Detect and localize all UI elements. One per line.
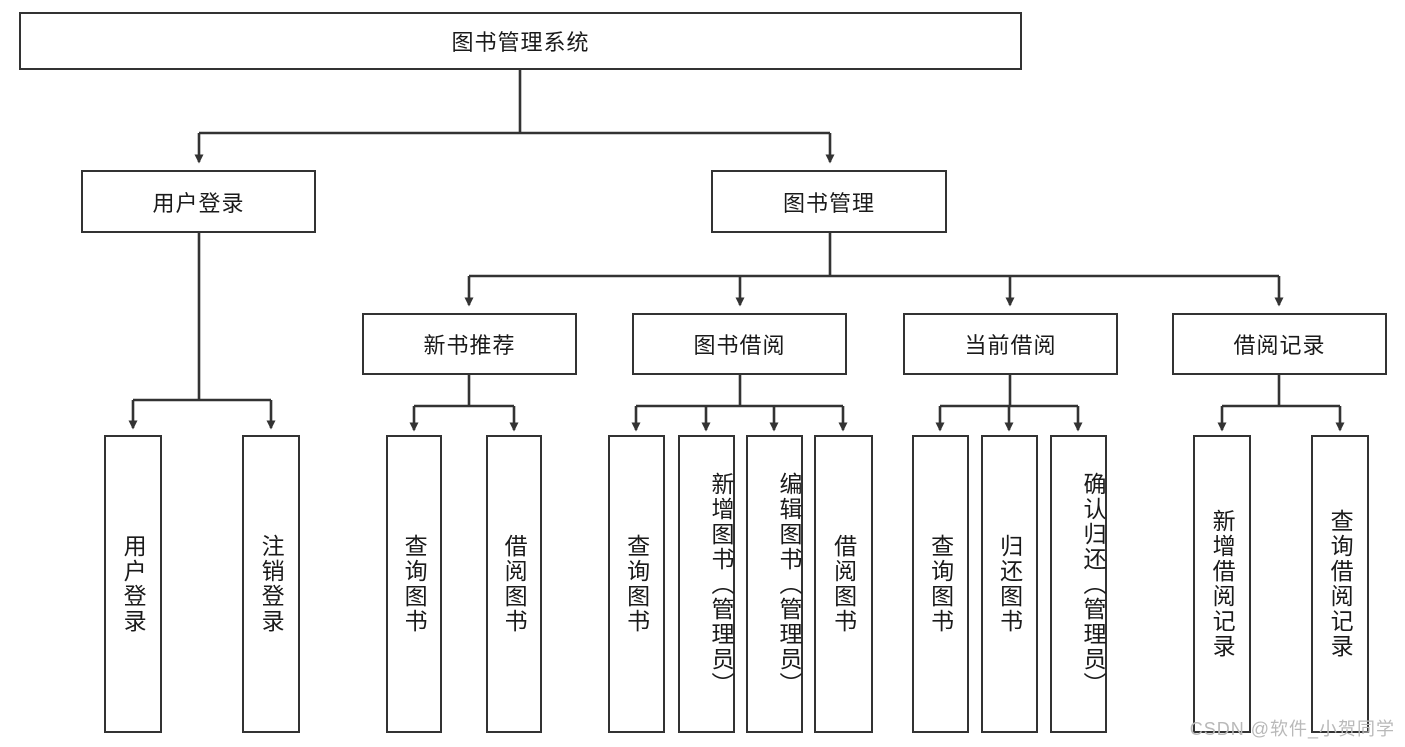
node-label: 查询图书 xyxy=(401,534,428,634)
node-leaf-add-borrow-record[interactable]: 新增借阅记录 xyxy=(1193,435,1251,733)
node-current-borrow[interactable]: 当前借阅 xyxy=(903,313,1118,375)
node-book-borrow[interactable]: 图书借阅 xyxy=(632,313,847,375)
node-root-system[interactable]: 图书管理系统 xyxy=(19,12,1022,70)
node-label: 图书借阅 xyxy=(693,333,786,358)
node-label: 编辑图书（管理员） xyxy=(776,471,802,697)
node-label: 查询图书 xyxy=(623,534,650,634)
node-label: 归还图书 xyxy=(996,534,1023,634)
node-user-login[interactable]: 用户登录 xyxy=(81,170,316,233)
node-book-management[interactable]: 图书管理 xyxy=(711,170,947,233)
node-label: 查询图书 xyxy=(927,534,954,634)
node-label: 查询借阅记录 xyxy=(1327,509,1354,659)
node-leaf-return-book[interactable]: 归还图书 xyxy=(981,435,1038,733)
node-borrow-record[interactable]: 借阅记录 xyxy=(1172,313,1387,375)
node-label: 用户登录 xyxy=(152,190,245,216)
node-label: 借阅记录 xyxy=(1233,333,1326,358)
node-label: 新增图书（管理员） xyxy=(708,471,734,697)
node-label: 新增借阅记录 xyxy=(1209,509,1236,659)
node-label: 借阅图书 xyxy=(830,534,857,634)
node-label: 图书管理 xyxy=(782,190,875,216)
node-label: 当前借阅 xyxy=(964,333,1057,358)
node-leaf-query-book-recommend[interactable]: 查询图书 xyxy=(386,435,442,733)
node-label: 确认归还（管理员） xyxy=(1080,471,1106,697)
node-label: 图书管理系统 xyxy=(451,30,590,55)
node-leaf-confirm-return[interactable]: 确认归还（管理员） xyxy=(1050,435,1107,733)
node-leaf-user-login[interactable]: 用户登录 xyxy=(104,435,162,733)
node-label: 用户登录 xyxy=(120,534,147,634)
node-leaf-add-book[interactable]: 新增图书（管理员） xyxy=(678,435,735,733)
node-leaf-query-book-current[interactable]: 查询图书 xyxy=(912,435,969,733)
node-label: 新书推荐 xyxy=(423,333,516,358)
node-new-book-recommend[interactable]: 新书推荐 xyxy=(362,313,577,375)
node-leaf-borrow-book-recommend[interactable]: 借阅图书 xyxy=(486,435,542,733)
csdn-watermark: CSDN @软件_小贺同学 xyxy=(1189,719,1395,739)
node-leaf-logout[interactable]: 注销登录 xyxy=(242,435,300,733)
node-leaf-edit-book[interactable]: 编辑图书（管理员） xyxy=(746,435,803,733)
node-leaf-query-book-borrow[interactable]: 查询图书 xyxy=(608,435,665,733)
node-label: 注销登录 xyxy=(258,534,285,634)
node-leaf-borrow-book[interactable]: 借阅图书 xyxy=(814,435,873,733)
node-label: 借阅图书 xyxy=(501,534,528,634)
node-leaf-query-borrow-record[interactable]: 查询借阅记录 xyxy=(1311,435,1369,733)
